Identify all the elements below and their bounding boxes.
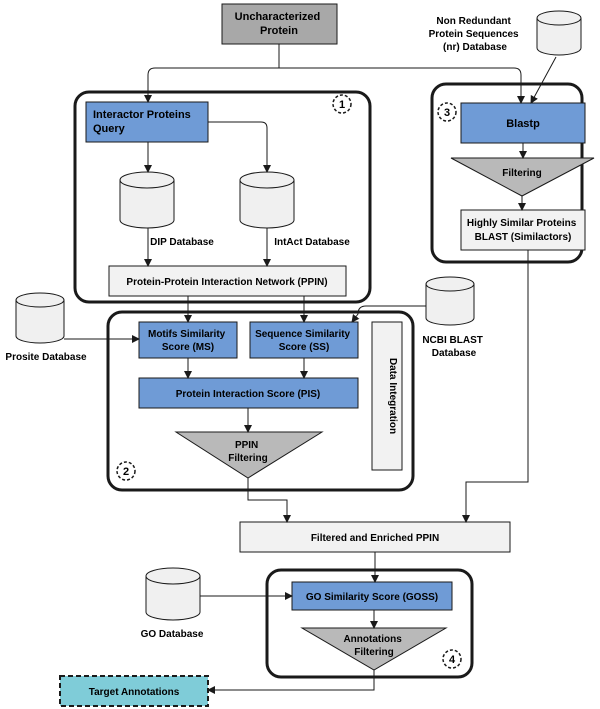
sequence-score-label: Sequence Similarity Score (SS) [255, 329, 353, 353]
badge-2: 2 [116, 461, 136, 481]
connector-query-to-intact [208, 121, 271, 173]
svg-text:3: 3 [444, 107, 450, 119]
blastp-box [460, 102, 586, 144]
dip-database-icon [119, 171, 175, 229]
svg-text:2: 2 [123, 466, 129, 478]
badge-3: 3 [437, 102, 457, 122]
prosite-database-label: Prosite Database [5, 352, 87, 363]
data-integration-label: Data Integration [387, 358, 398, 434]
connector-similar-to-filtered [462, 250, 529, 523]
connector-nr-to-blastp [530, 56, 557, 104]
group-4-container [265, 568, 474, 679]
badge-4: 4 [442, 649, 462, 669]
connector-ppin-filtering-to-filtered [247, 478, 291, 523]
target-annotations-label: Target Annotations [89, 687, 180, 698]
nr-database-label: Non Redundant Protein Sequences (nr) Dat… [429, 16, 522, 53]
sequence-score-box [249, 321, 359, 359]
svg-text:4: 4 [449, 654, 456, 666]
blastp-label: Blastp [506, 118, 540, 130]
ncbi-database-icon [425, 276, 475, 326]
similar-proteins-box [460, 209, 586, 251]
nr-database-icon [536, 10, 582, 56]
pis-label: Protein Interaction Score (PIS) [176, 389, 320, 400]
group-2-container [106, 310, 415, 492]
uncharacterized-protein-label: Uncharacterized Protein [235, 11, 324, 37]
svg-text:1: 1 [339, 99, 345, 111]
dip-database-label: DIP Database [150, 237, 214, 248]
prosite-database-icon [15, 292, 65, 344]
badge-1: 1 [332, 94, 352, 114]
intact-database-label: IntAct Database [274, 237, 350, 248]
connector-to-blastp [279, 67, 525, 104]
annotations-filtering-label: Annotations Filtering [343, 634, 404, 658]
go-database-icon [145, 567, 201, 621]
similar-proteins-label: Highly Similar Proteins BLAST (Similacto… [467, 218, 579, 243]
motifs-score-label: Motifs Similarity Score (MS) [148, 329, 228, 353]
group-3-container [430, 82, 584, 264]
ncbi-database-label: NCBI BLAST Database [422, 335, 485, 359]
pis-box [138, 377, 359, 409]
ppin-label: Protein-Protein Interaction Network (PPI… [126, 277, 327, 288]
connector-annotations-to-target [207, 670, 375, 694]
filtered-ppin-box [239, 521, 511, 553]
go-database-label: GO Database [141, 629, 204, 640]
filtered-ppin-label: Filtered and Enriched PPIN [311, 533, 439, 544]
filtering-label: Filtering [502, 168, 541, 179]
interactor-query-box [85, 101, 209, 143]
intact-database-icon [239, 171, 295, 229]
group-1-container [73, 90, 372, 304]
ppin-box [108, 265, 347, 297]
goss-box [291, 581, 453, 611]
connector-to-interactor-query [144, 67, 279, 103]
ppin-filtering-label: PPIN Filtering [228, 440, 267, 464]
uncharacterized-protein-box [221, 3, 338, 45]
connector-ncbi-to-sequence [351, 305, 426, 323]
goss-label: GO Similarity Score (GOSS) [306, 592, 438, 603]
data-integration-box [371, 321, 403, 471]
interactor-query-label: Interactor Proteins Query [93, 109, 194, 135]
